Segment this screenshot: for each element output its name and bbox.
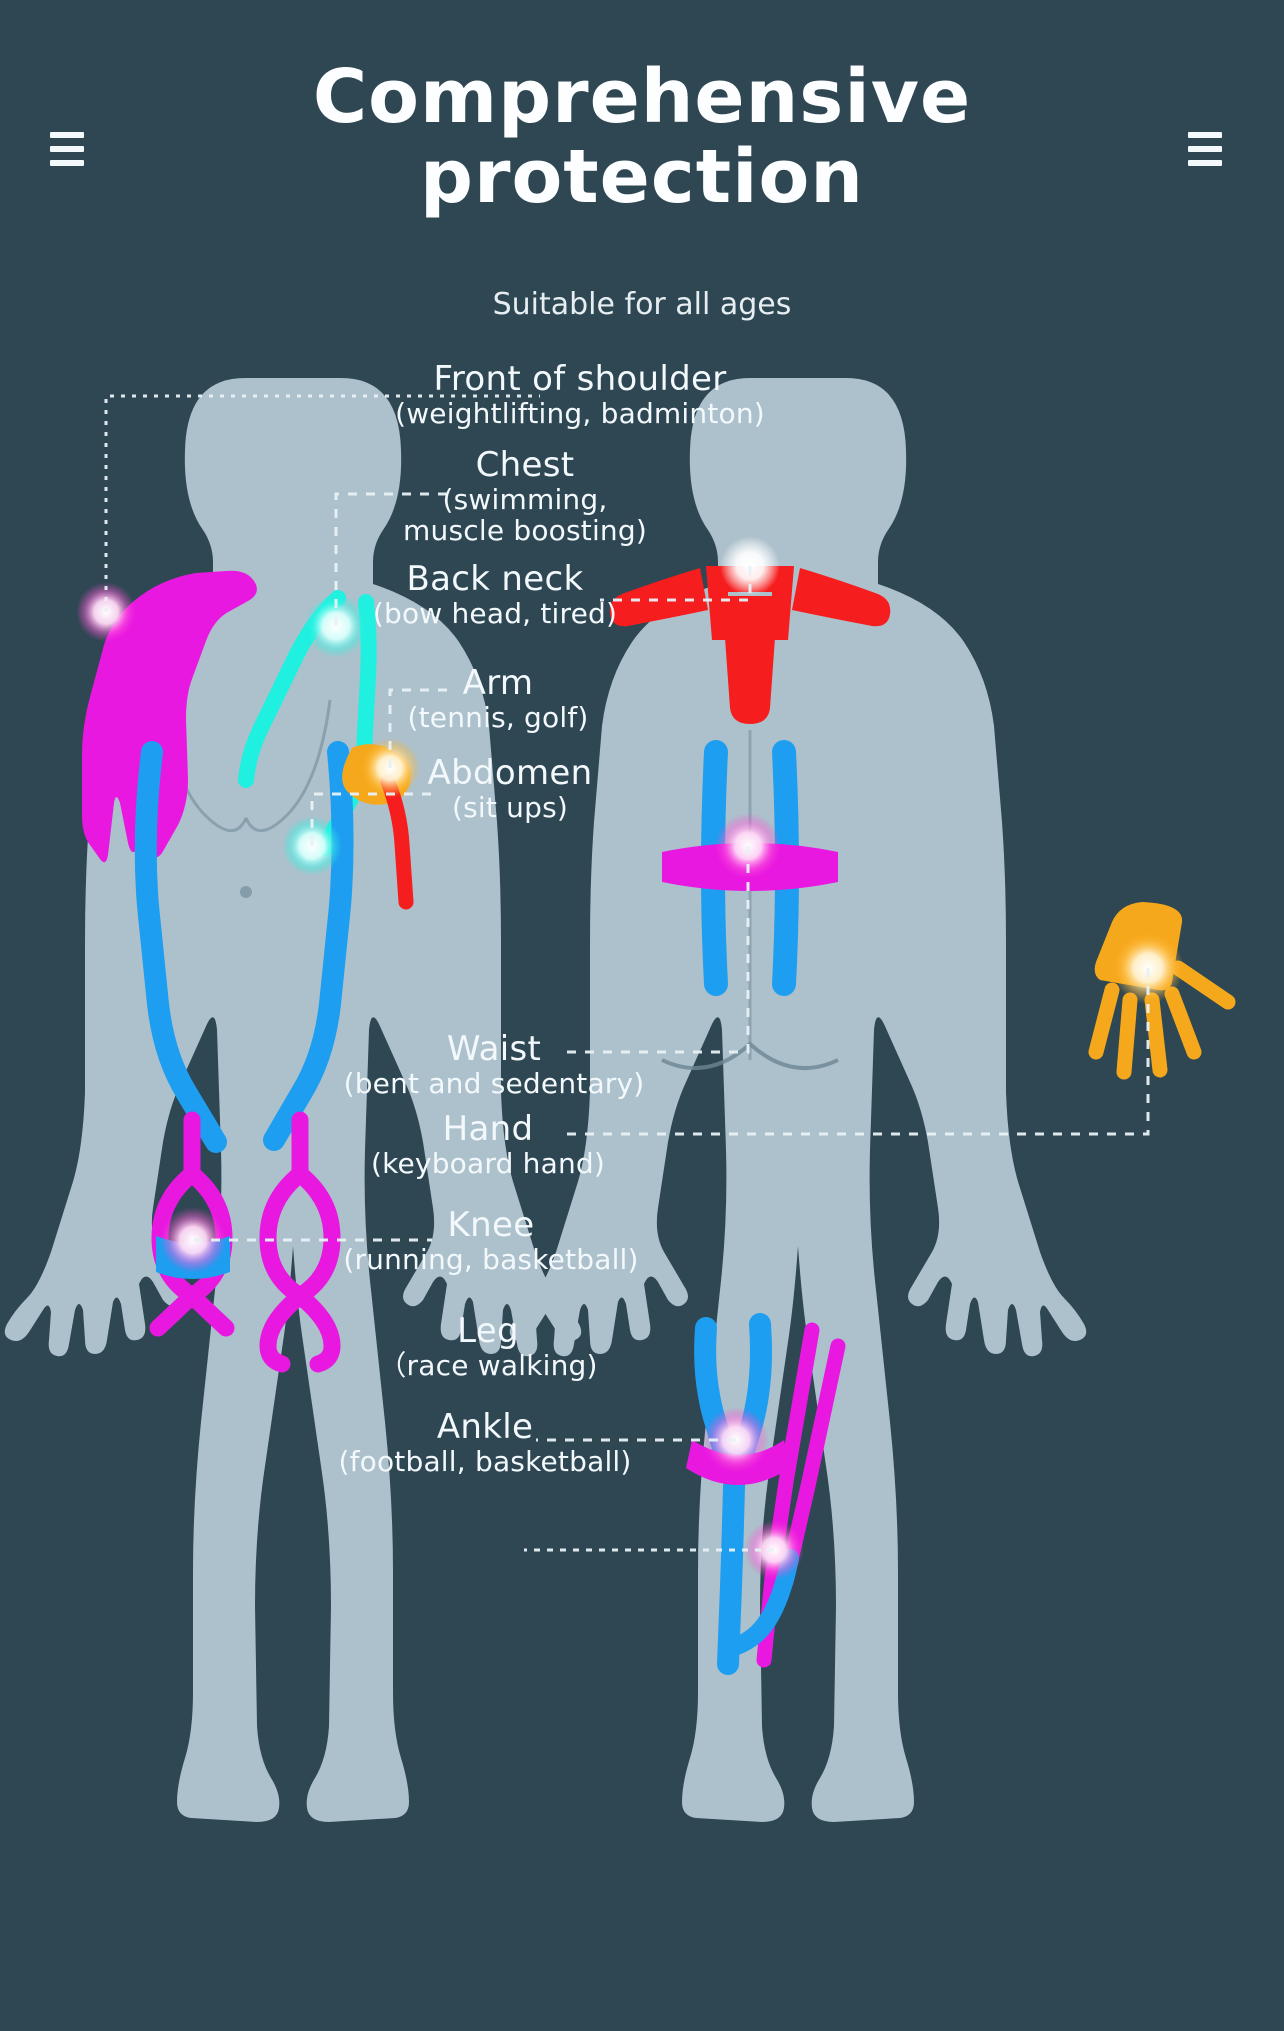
- label-leg-title: Leg: [457, 1311, 519, 1351]
- back-body-silhouette: [509, 378, 1087, 1822]
- abdomen-highlight-blue: [134, 741, 354, 1153]
- hamburger-menu-icon-left[interactable]: [50, 132, 90, 166]
- label-front-of-shoulder-title: Front of shoulder: [433, 359, 727, 399]
- menu-bar: [1188, 146, 1222, 152]
- ankle-highlight-blue: [721, 1549, 799, 1657]
- menu-bar: [50, 146, 84, 152]
- label-front-of-shoulder-sub: (weightlifting, badminton): [395, 397, 765, 431]
- menu-bar: [50, 132, 84, 138]
- page-title-line1: Comprehensive: [312, 54, 972, 140]
- body-diagram-stage: [0, 300, 1284, 2031]
- page-subtitle: Suitable for all ages: [492, 287, 792, 322]
- leader-line-hand: [560, 968, 1150, 1136]
- page-title-line2: protection: [420, 133, 864, 220]
- label-waist-title: Waist: [446, 1029, 542, 1069]
- label-hand-title: Hand: [442, 1109, 534, 1149]
- label-chest-sub: (swimming,: [442, 483, 608, 517]
- label-knee-sub: (running, basketball): [343, 1243, 639, 1277]
- page-title: Comprehensive protection: [200, 57, 1084, 220]
- label-knee-title: Knee: [447, 1205, 535, 1245]
- label-leg-sub: （race walking): [378, 1349, 598, 1383]
- label-abdomen-title: Abdomen: [427, 753, 593, 793]
- leader-line-waist: [560, 846, 750, 1054]
- label-leg[interactable]: Leg （race walking): [306, 1311, 670, 1383]
- label-chest-sub2: muscle boosting): [403, 514, 647, 548]
- label-chest-title: Chest: [475, 445, 575, 485]
- label-waist-sub: (bent and sedentary): [343, 1067, 645, 1101]
- label-hand-sub: (keyboard hand): [370, 1147, 606, 1181]
- label-ankle-title: Ankle: [436, 1407, 534, 1447]
- label-front-of-shoulder[interactable]: Front of shoulder (weightlifting, badmin…: [330, 359, 830, 431]
- label-back-neck-sub: (bow head, tired): [372, 597, 618, 631]
- label-arm[interactable]: Arm (tennis, golf): [330, 663, 666, 735]
- hamburger-menu-icon-right[interactable]: [1188, 132, 1228, 166]
- menu-bar: [1188, 160, 1222, 166]
- leader-line-chest: [334, 492, 452, 626]
- back-neck-highlight-red: [609, 566, 891, 724]
- menu-bar: [50, 160, 84, 166]
- menu-bar: [1188, 132, 1222, 138]
- leader-line-back-neck: [600, 566, 752, 602]
- label-waist[interactable]: Waist (bent and sedentary): [306, 1029, 682, 1101]
- label-arm-title: Arm: [462, 663, 534, 703]
- leader-line-arm: [388, 688, 452, 768]
- label-abdomen[interactable]: Abdomen (sit ups): [330, 753, 690, 825]
- label-chest[interactable]: Chest (swimming, muscle boosting): [330, 446, 720, 547]
- label-ankle[interactable]: Ankle (football, basketball): [290, 1407, 680, 1479]
- label-ankle-sub: (football, basketball): [338, 1445, 632, 1479]
- front-knee-brace-right: [259, 1111, 341, 1373]
- front-shoulder-highlight-magenta: [82, 570, 257, 863]
- page-header: Comprehensive protection Suitable for al…: [0, 0, 1284, 322]
- label-back-neck[interactable]: Back neck (bow head, tired): [300, 559, 690, 631]
- label-knee[interactable]: Knee (running, basketball): [296, 1205, 686, 1277]
- body-diagram-svg: [4, 378, 1236, 1822]
- label-arm-sub: (tennis, golf): [407, 701, 589, 735]
- label-back-neck-title: Back neck: [406, 559, 584, 599]
- label-hand[interactable]: Hand (keyboard hand): [300, 1109, 676, 1181]
- label-abdomen-sub: (sit ups): [451, 791, 568, 825]
